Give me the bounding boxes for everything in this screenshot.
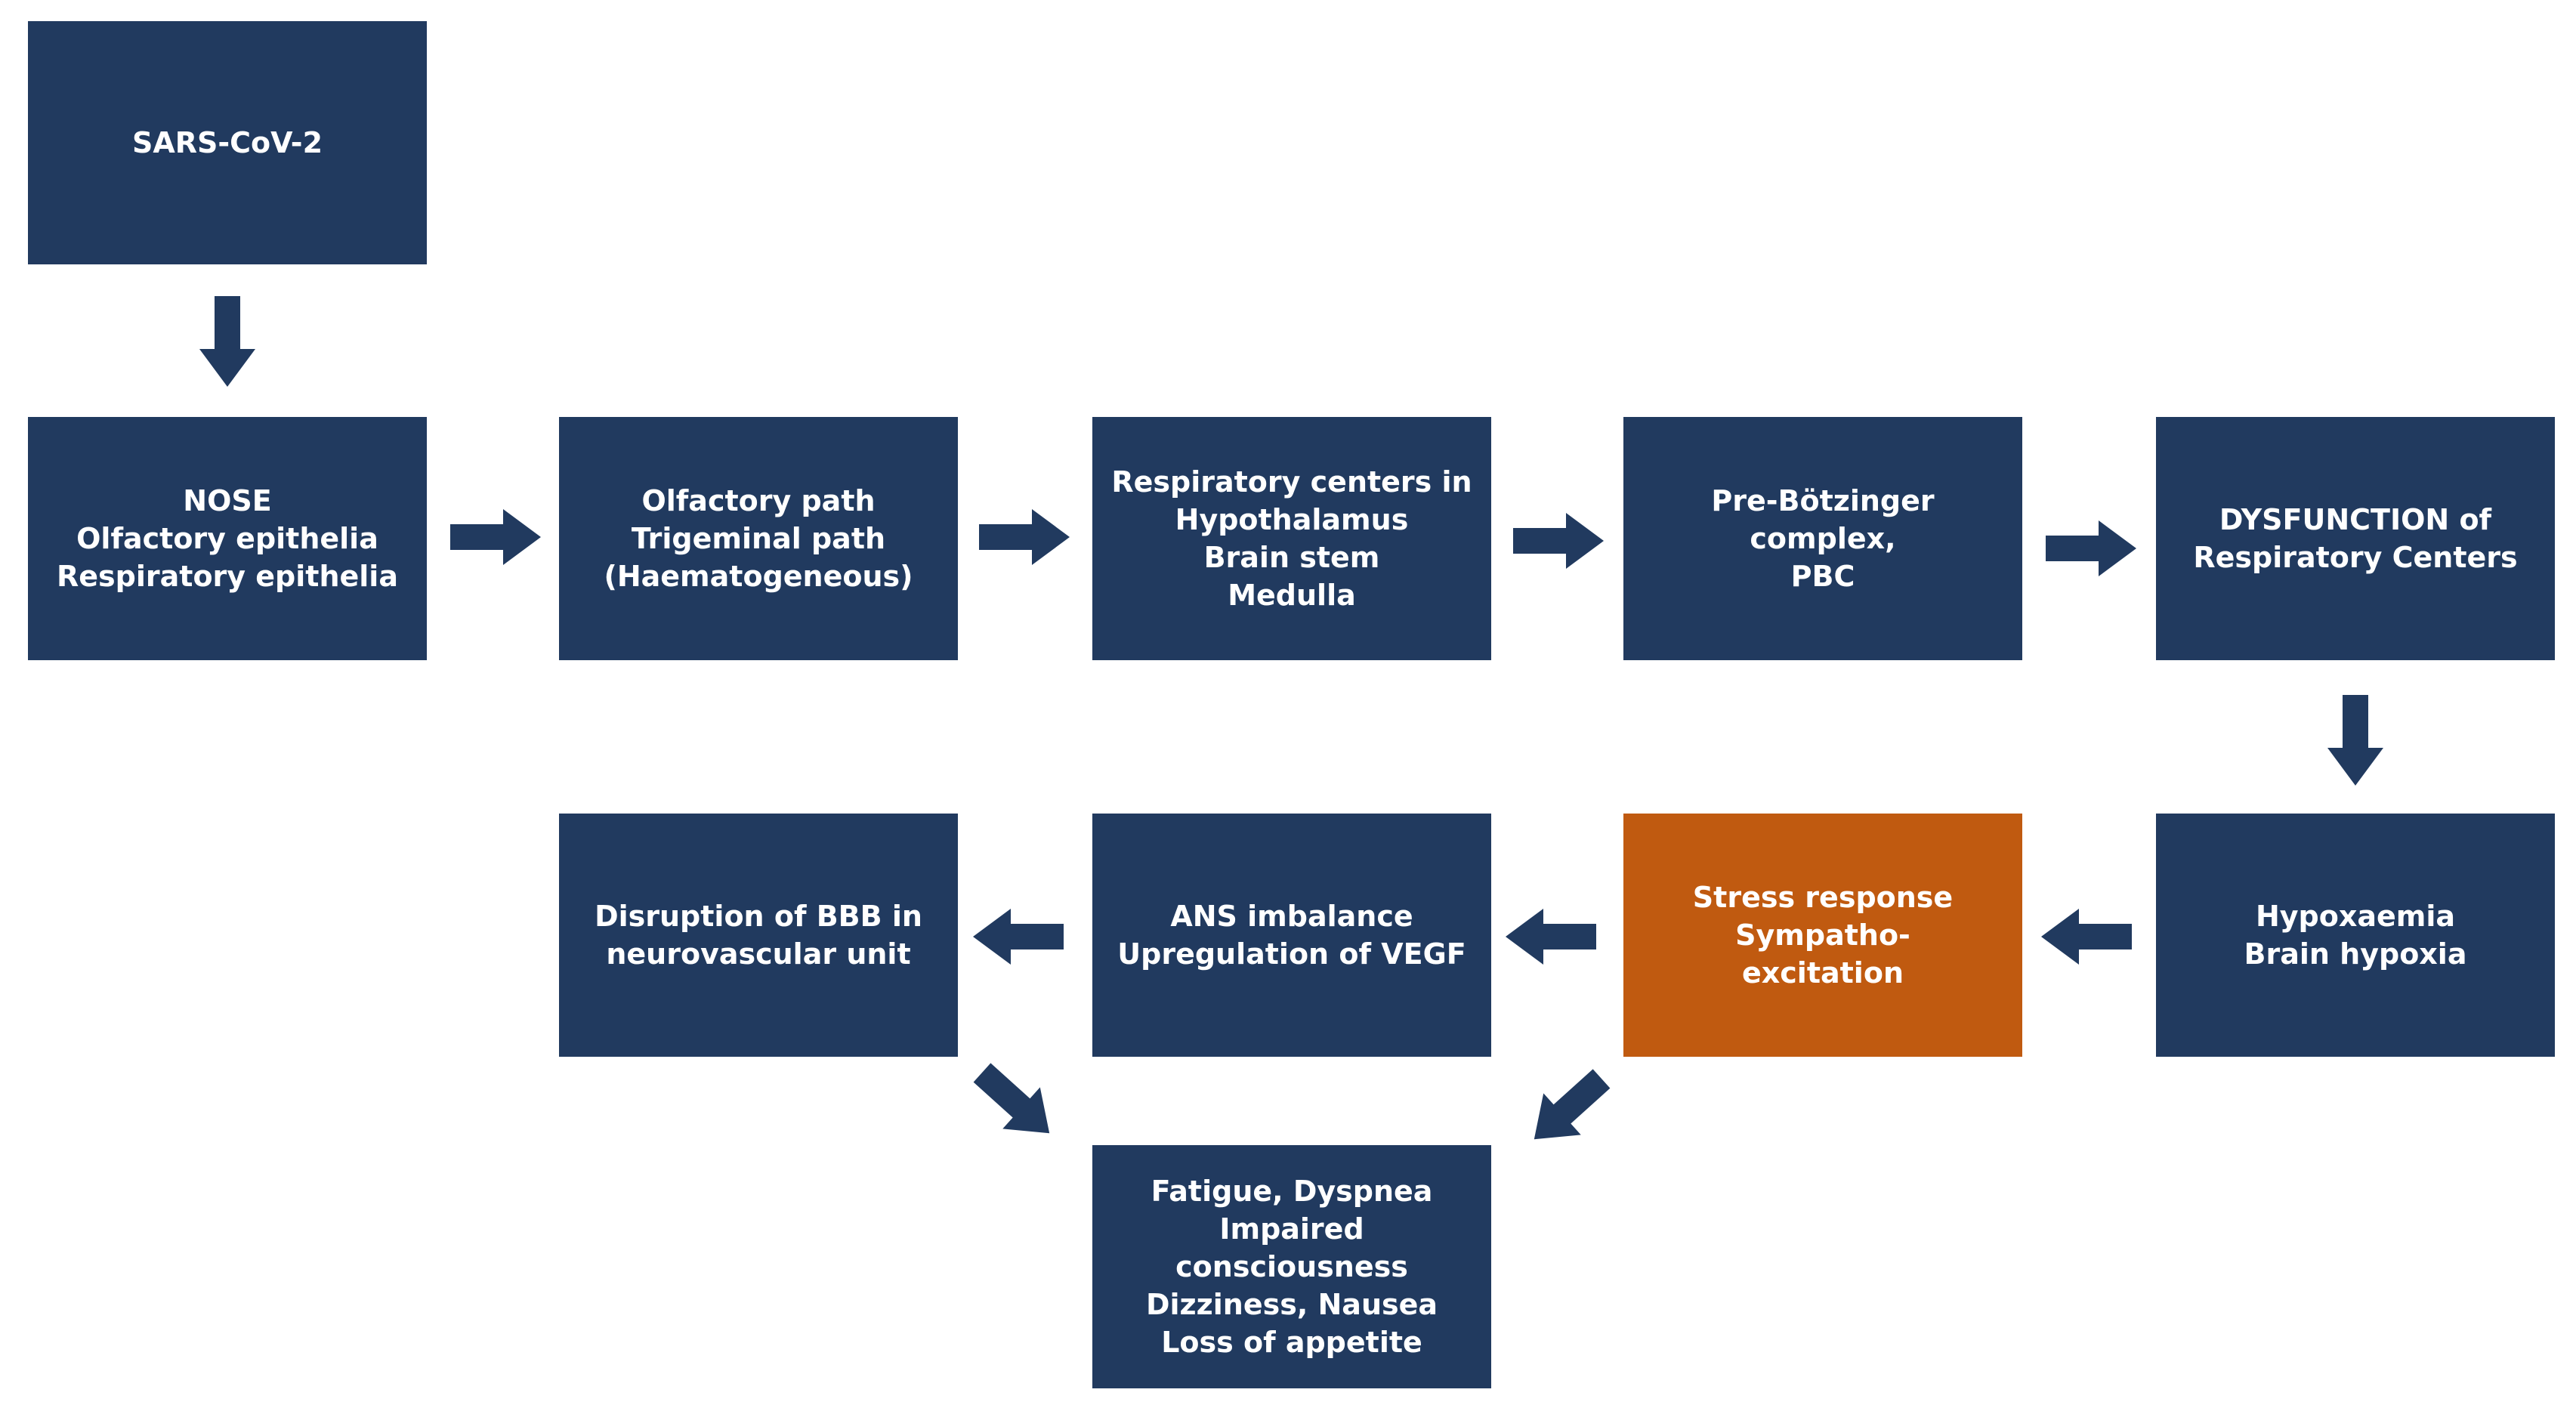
box-sars-cov-2-line-1: SARS-CoV-2 [131, 126, 323, 159]
box-stress-response-line-1: Stress response [1692, 881, 1954, 914]
box-nose-line-2: Olfactory epithelia [76, 522, 378, 555]
box-ans-imbalance: ANS imbalance Upregulation of VEGF [1092, 814, 1491, 1057]
box-dysfunction: DYSFUNCTION of Respiratory Centers [2156, 417, 2555, 660]
arrow-centers-to-pbc [1513, 513, 1604, 569]
box-symptoms-line-1: Fatigue, Dyspnea [1151, 1175, 1433, 1208]
arrow-stress-to-symptoms [1515, 1058, 1620, 1160]
arrow-ans-to-bbb [973, 909, 1064, 965]
box-pre-botzinger-line-1: Pre-Bötzinger complex, [1711, 484, 1935, 555]
box-respiratory-centers-line-2: Hypothalamus [1175, 503, 1409, 536]
box-symptoms-line-4: Loss of appetite [1161, 1326, 1422, 1359]
box-symptoms-line-3: Dizziness, Nausea [1145, 1288, 1438, 1321]
box-ans-imbalance-line-2: Upregulation of VEGF [1117, 937, 1466, 971]
arrow-hypoxia-to-stress [2041, 909, 2132, 965]
box-olfactory-path-line-3: (Haematogeneous) [604, 560, 913, 593]
box-dysfunction-line-2: Respiratory Centers [2193, 541, 2518, 574]
box-bbb-disruption-line-1: Disruption of BBB in [595, 900, 922, 933]
arrow-pbc-to-dysfunction [2046, 520, 2136, 576]
box-nose-line-1: NOSE [183, 484, 272, 517]
box-respiratory-centers-line-4: Medulla [1228, 579, 1356, 612]
box-hypoxia-line-2: Brain hypoxia [2244, 937, 2467, 971]
box-respiratory-centers: Respiratory centers in Hypothalamus Brai… [1092, 417, 1491, 660]
arrow-bbb-to-symptoms [963, 1051, 1068, 1154]
box-hypoxia: Hypoxaemia Brain hypoxia [2156, 814, 2555, 1057]
box-dysfunction-line-1: DYSFUNCTION of [2219, 503, 2492, 536]
box-pre-botzinger: Pre-Bötzinger complex, PBC [1623, 417, 2022, 660]
box-pre-botzinger-line-2: PBC [1790, 560, 1855, 593]
box-stress-response-line-2: Sympatho- [1735, 919, 1910, 952]
box-symptoms-line-2: Impaired consciousness [1175, 1212, 1408, 1283]
box-respiratory-centers-line-1: Respiratory centers in [1111, 465, 1472, 499]
arrow-dysfunction-to-hypoxia [2327, 695, 2383, 786]
box-sars-cov-2: SARS-CoV-2 [28, 21, 427, 264]
arrow-stress-to-ans [1506, 909, 1596, 965]
arrow-path-to-centers [979, 509, 1070, 565]
box-symptoms: Fatigue, Dyspnea Impaired consciousness … [1092, 1145, 1491, 1388]
box-stress-response: Stress response Sympatho- excitation [1623, 814, 2022, 1057]
box-olfactory-path-line-1: Olfactory path [641, 484, 876, 517]
box-bbb-disruption-line-2: neurovascular unit [606, 937, 911, 971]
box-bbb-disruption: Disruption of BBB in neurovascular unit [559, 814, 958, 1057]
box-stress-response-line-3: excitation [1742, 956, 1904, 990]
box-nose: NOSE Olfactory epithelia Respiratory epi… [28, 417, 427, 660]
box-ans-imbalance-line-1: ANS imbalance [1170, 900, 1413, 933]
box-olfactory-path-line-2: Trigeminal path [631, 522, 886, 555]
box-olfactory-path: Olfactory path Trigeminal path (Haematog… [559, 417, 958, 660]
box-hypoxia-line-1: Hypoxaemia [2255, 900, 2456, 933]
box-respiratory-centers-line-3: Brain stem [1203, 541, 1380, 574]
arrow-nose-to-path [450, 509, 541, 565]
arrow-sars-to-nose [199, 296, 255, 387]
box-nose-line-3: Respiratory epithelia [57, 560, 398, 593]
